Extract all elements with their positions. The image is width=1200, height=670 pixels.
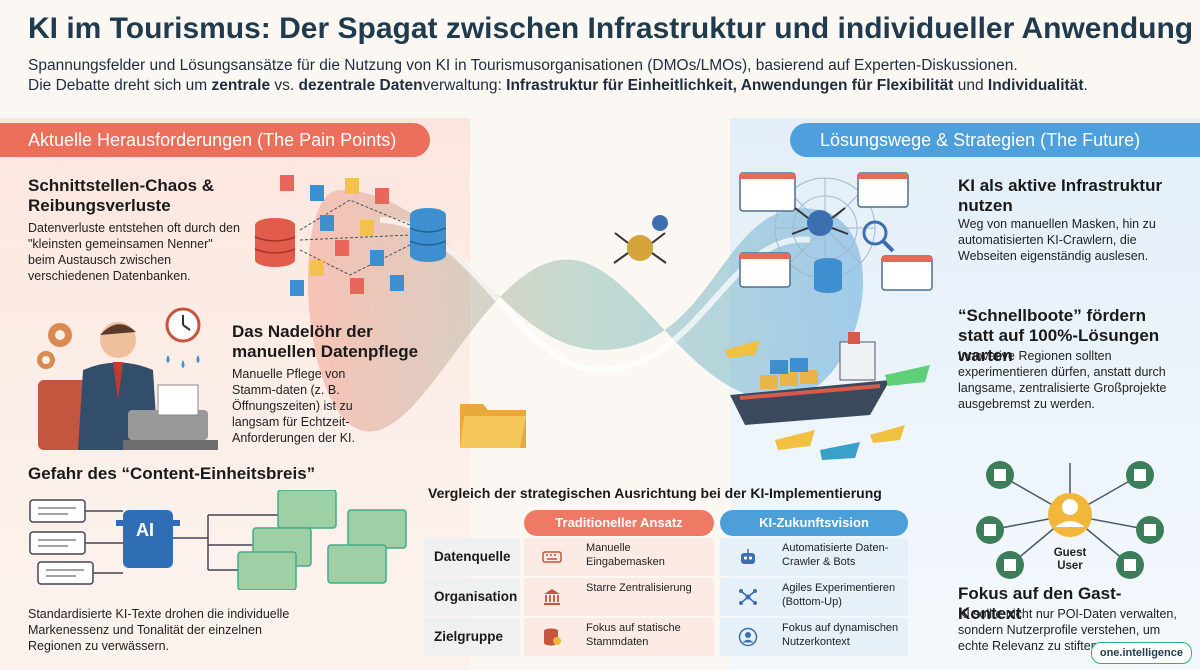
row-label: Datenquelle <box>434 549 511 564</box>
content-mush-text: Standardisierte KI-Texte drohen die indi… <box>28 607 290 653</box>
row-label: Zielgruppe <box>434 629 504 644</box>
column-header-traditional: Traditioneller Ansatz <box>524 510 714 536</box>
overworked-person-icon <box>37 307 218 450</box>
database-warning-icon <box>544 628 561 646</box>
speedboats-heading: “Schnellboote” fördern statt auf 100%-Lö… <box>958 306 1160 365</box>
subtitle-bold: Individualität <box>987 77 1084 94</box>
interface-chaos-heading: Schnittstellen-Chaos & Reibungsverluste <box>28 176 215 215</box>
interface-chaos-text: Datenverluste entstehen oft durch den "k… <box>28 221 240 283</box>
ai-chip-label: AI <box>136 520 154 540</box>
speedboats-ship-icon <box>725 332 930 460</box>
ai-infrastructure-heading: KI als aktive Infrastruktur nutzen <box>958 176 1163 215</box>
ai-content-icon <box>29 490 407 590</box>
crawler-web-icon <box>613 172 933 293</box>
page-title: KI im Tourismus: Der Spagat zwischen Inf… <box>28 12 1194 45</box>
traditional-cell: Manuelle Eingabemasken <box>524 538 714 576</box>
row-label-background <box>424 618 520 656</box>
user-context-icon <box>738 627 758 647</box>
subtitle-bold: zentrale <box>211 77 271 94</box>
ai-infrastructure-text: Weg von manuellen Masken, hin zu automat… <box>958 217 1156 263</box>
subtitle-text: verwaltung: <box>422 77 507 94</box>
future-text: Agiles Experimentieren (Bottom-Up) <box>782 582 896 608</box>
robot-icon <box>741 549 755 564</box>
row-label-background <box>424 538 520 576</box>
guest-context-text: KI sollte nicht nur POI-Daten verwalten,… <box>958 607 1177 653</box>
table-row: Datenquelle Manuelle Eingabemasken Autom… <box>424 538 912 576</box>
future-cell: Fokus auf dynamischen Nutzerkontext <box>720 618 908 656</box>
traditional-cell: Fokus auf statische Stammdaten <box>524 618 714 656</box>
future-cell: Agiles Experimentieren (Bottom-Up) <box>720 578 908 616</box>
page-subtitle: Spannungsfelder und Lösungsansätze für d… <box>28 56 1178 96</box>
subtitle-text: und <box>953 77 988 94</box>
subtitle-text: . <box>1083 77 1088 94</box>
traditional-text: Starre Zentralisierung <box>586 582 692 594</box>
database-chaos-icon <box>254 175 447 296</box>
subtitle-line-1: Spannungsfelder und Lösungsansätze für d… <box>28 57 1018 74</box>
manual-data-text: Manuelle Pflege von Stamm-daten (z. B. Ö… <box>232 367 355 445</box>
subtitle-text: Die Debatte dreht sich um <box>28 77 212 94</box>
row-label-background <box>424 578 520 616</box>
comparison-table: Traditioneller Ansatz KI-Zukunftsvision … <box>424 508 912 663</box>
manual-data-heading: Das Nadelöhr der manuellen Datenpflege <box>232 322 419 361</box>
guest-user-label: Guest User <box>1053 547 1087 572</box>
subtitle-text: vs. <box>270 77 299 94</box>
guest-context-heading: Fokus auf den Gast-Kontext <box>958 584 1122 623</box>
column-header-future: KI-Zukunftsvision <box>720 510 908 536</box>
future-header: Lösungswege & Strategien (The Future) <box>790 123 1200 157</box>
subtitle-line-2: Die Debatte dreht sich um zentrale vs. d… <box>28 76 1178 96</box>
subtitle-bold: Infrastruktur für Einheitlichkeit, Anwen… <box>506 77 954 94</box>
traditional-text: Manuelle Eingabemasken <box>586 542 665 568</box>
future-text: Automatisierte Daten-Crawler & Bots <box>782 542 889 568</box>
future-text: Fokus auf dynamischen Nutzerkontext <box>782 622 899 648</box>
brand-logo: one.intelligence <box>1090 642 1192 664</box>
subtitle-bold: dezentrale Daten <box>298 77 423 94</box>
comparison-title: Vergleich der strategischen Ausrichtung … <box>428 485 882 501</box>
traditional-cell: Starre Zentralisierung <box>524 578 714 616</box>
network-icon <box>739 589 757 605</box>
guest-context-icon <box>976 461 1164 579</box>
folder-icon <box>460 404 526 448</box>
keyboard-icon <box>542 551 562 563</box>
content-mush-heading: Gefahr des “Content-Einheitsbreis” <box>28 464 316 483</box>
pain-points-header: Aktuelle Herausforderungen (The Pain Poi… <box>0 123 430 157</box>
row-label: Organisation <box>434 589 518 604</box>
speedboats-text: Innovative Regionen sollten experimentie… <box>958 349 1167 411</box>
traditional-text: Fokus auf statische Stammdaten <box>586 622 681 648</box>
table-row: Zielgruppe Fokus auf statische Stammdate… <box>424 618 912 656</box>
table-row: Organisation Starre Zentralisierung Agil… <box>424 578 912 616</box>
future-cell: Automatisierte Daten-Crawler & Bots <box>720 538 908 576</box>
institution-icon <box>544 589 560 605</box>
